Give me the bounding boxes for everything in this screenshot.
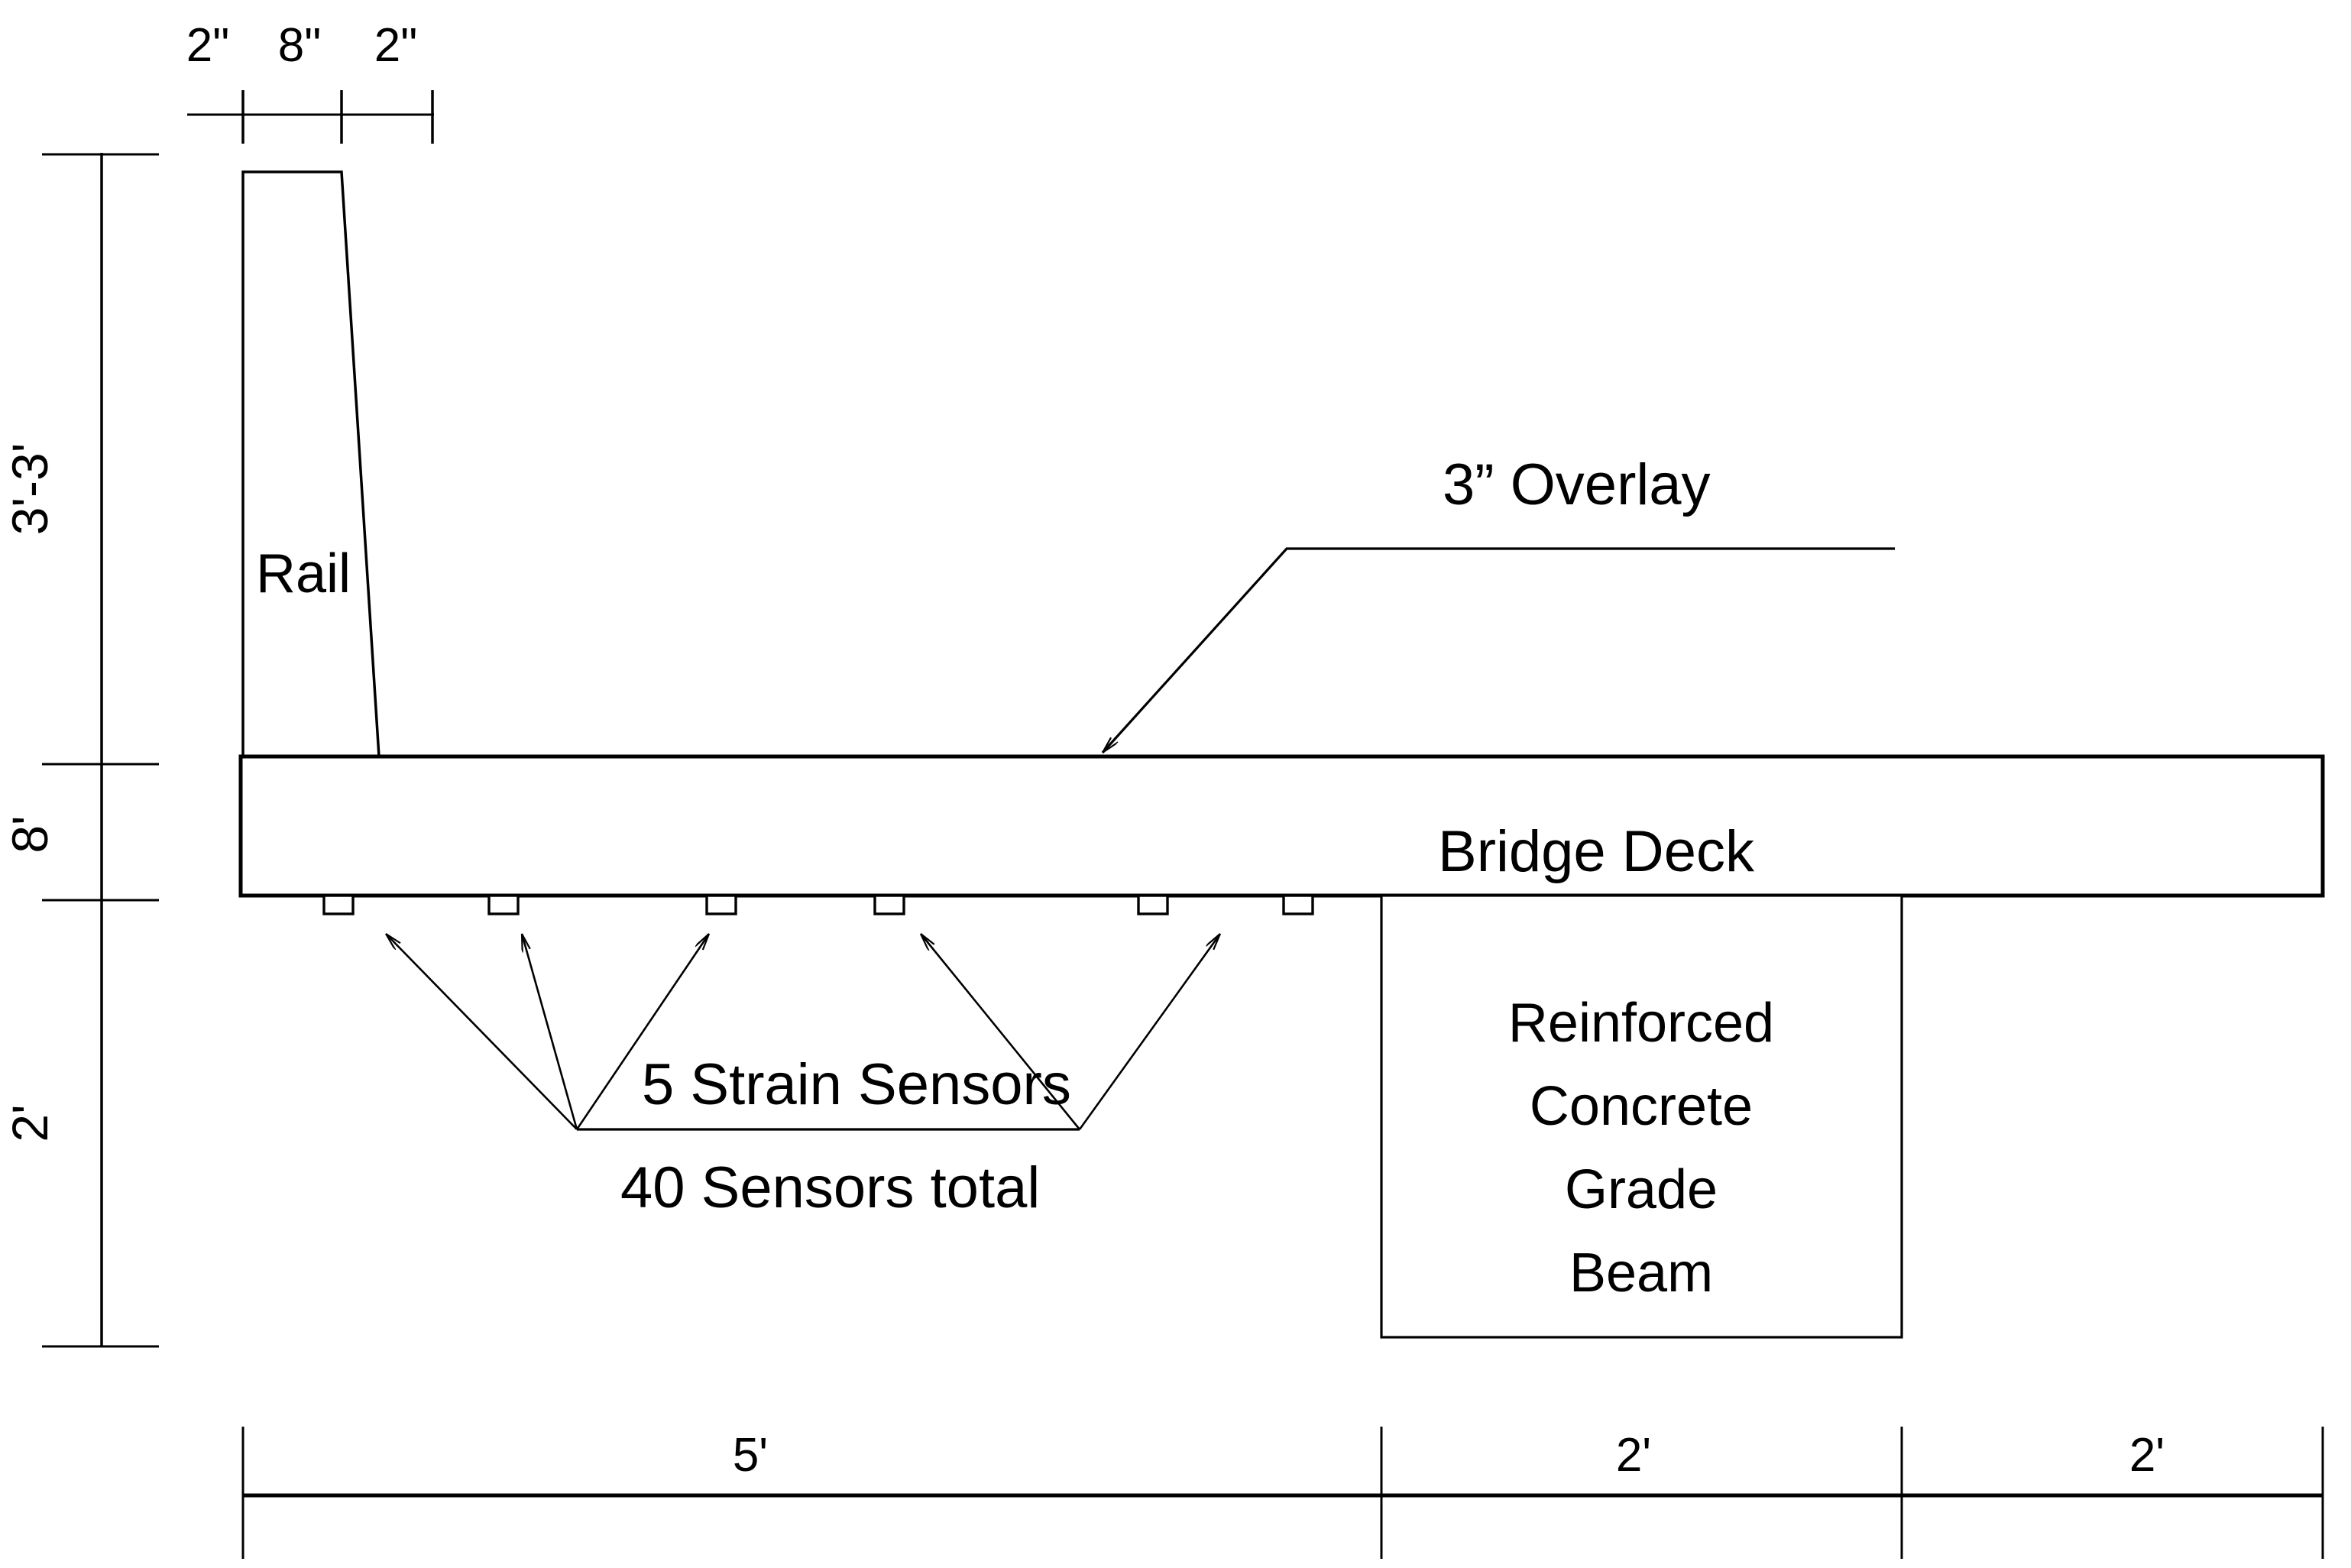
grade-beam-line-0: Reinforced	[1508, 993, 1774, 1054]
sensors-total-label: 40 Sensors total	[620, 1155, 1040, 1220]
sensor-box	[1137, 894, 1169, 915]
bridge-deck-label: Bridge Deck	[1438, 819, 1755, 884]
rail-label: Rail	[256, 543, 351, 604]
bottom-dim-label-1: 2'	[1616, 1429, 1651, 1482]
left-dim-label-deck: 8'	[2, 815, 58, 853]
left-dimension-line	[42, 153, 159, 1348]
strain-sensors-label: 5 Strain Sensors	[642, 1052, 1071, 1117]
sensor-box	[873, 894, 905, 915]
left-dim-label-height: 3'-3'	[2, 443, 58, 536]
bridge-deck-shape	[238, 754, 2325, 898]
sensor-leader-arrows	[386, 934, 1222, 1131]
sensor-box	[487, 894, 520, 915]
left-dim-label-beam: 2'	[2, 1104, 58, 1142]
grade-beam-line-2: Grade	[1565, 1159, 1718, 1220]
bottom-dimension-line	[241, 1427, 2324, 1559]
top-dimension-line	[187, 90, 434, 144]
top-dim-label-0: 2"	[186, 19, 230, 72]
grade-beam-shape	[1380, 894, 1903, 1339]
grade-beam-label: Reinforced Concrete Grade Beam	[1508, 993, 1774, 1304]
overlay-label: 3” Overlay	[1443, 452, 1711, 517]
grade-beam-line-3: Beam	[1569, 1242, 1713, 1304]
top-dim-label-1: 8"	[278, 19, 322, 72]
sensor-box	[705, 894, 737, 915]
sensor-box	[1282, 894, 1314, 915]
top-dim-label-2: 2"	[374, 19, 418, 72]
sensor-box	[322, 894, 355, 915]
bottom-dim-label-0: 5'	[733, 1429, 768, 1482]
rail-shape	[241, 170, 380, 758]
sensor-boxes	[322, 894, 1314, 915]
grade-beam-line-1: Concrete	[1530, 1076, 1753, 1137]
bottom-dim-label-2: 2'	[2129, 1429, 2165, 1482]
overlay-leader	[1101, 547, 1895, 754]
